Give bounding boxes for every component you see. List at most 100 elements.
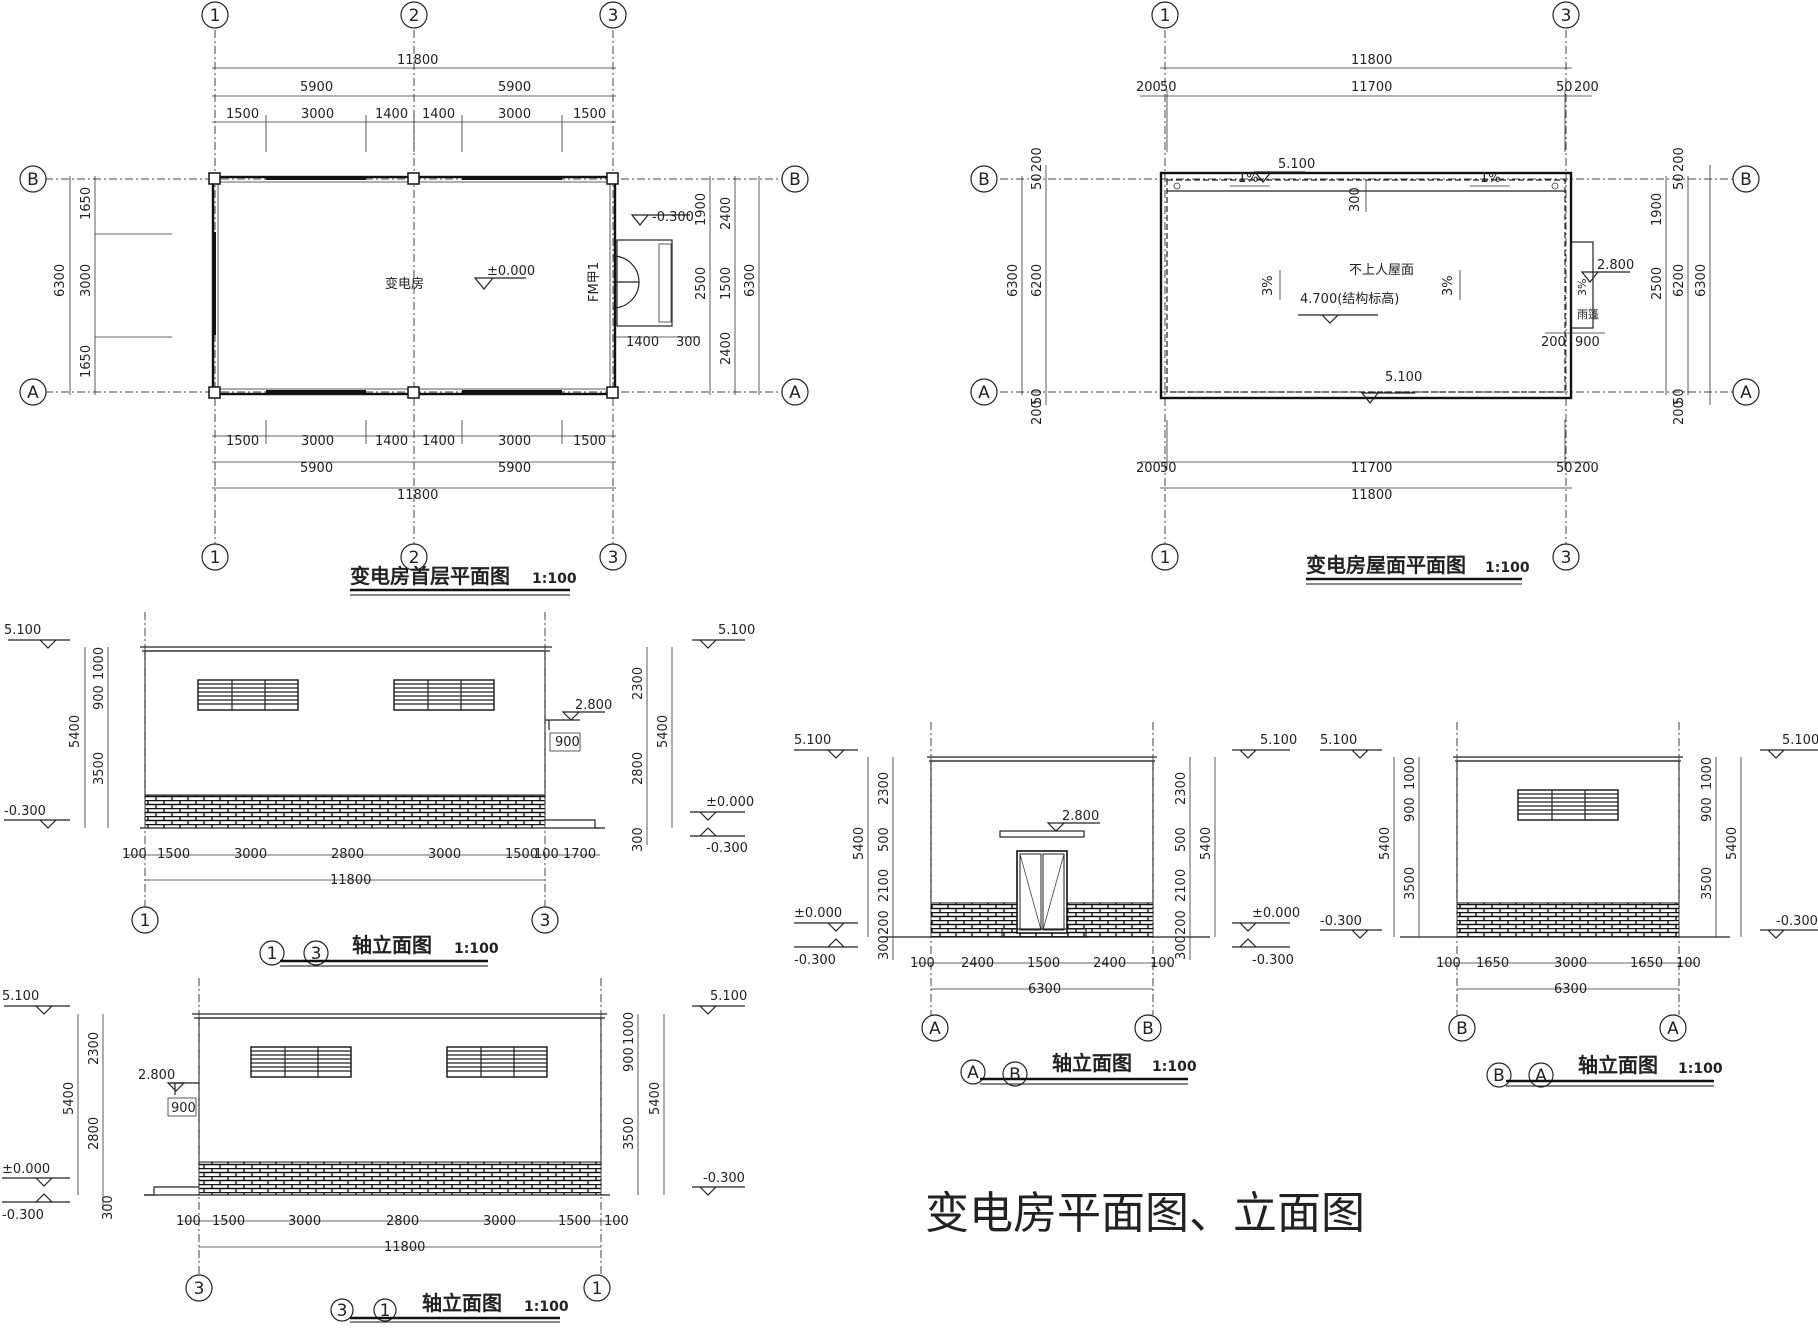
dim-text: 1000 xyxy=(622,1012,637,1045)
floor-level: ±0.000 xyxy=(487,264,535,279)
dim-text: 3000 xyxy=(288,1214,321,1229)
dim-text: 3000 xyxy=(483,1214,516,1229)
dim-text: 6300 xyxy=(1006,264,1021,297)
axis-bubble-A: A xyxy=(1667,1019,1679,1039)
dim-text: 3500 xyxy=(1700,867,1715,900)
slope-label: 3% xyxy=(1576,279,1589,296)
dim-text: 11800 xyxy=(397,53,438,68)
dim-text: 2500 xyxy=(1650,267,1665,300)
dim-text: 5900 xyxy=(498,461,531,476)
dim-text: 200 xyxy=(1030,147,1045,172)
dim-text: 50 xyxy=(1556,80,1573,95)
level-text: ±0.000 xyxy=(1252,906,1300,921)
dim-text: 1500 xyxy=(157,847,190,862)
dim-text: 100 xyxy=(122,847,147,862)
dim-text: 5400 xyxy=(656,715,671,748)
axis-bubble-B: B xyxy=(978,170,990,190)
dim-text: 100 xyxy=(1436,956,1461,971)
dim-text: 200 xyxy=(1672,400,1687,425)
dim-text: 1700 xyxy=(563,847,596,862)
title-bubble: 1 xyxy=(380,1301,391,1321)
dim-text: 2100 xyxy=(1174,869,1189,902)
dim-text: 50 xyxy=(1672,388,1687,405)
column xyxy=(407,172,420,185)
axis-bubble-1: 1 xyxy=(210,548,221,568)
dim-text: 1650 xyxy=(1630,956,1663,971)
dim-text: 1500 xyxy=(558,1214,591,1229)
axis-bubble-1: 1 xyxy=(210,6,221,26)
level-marker xyxy=(1580,271,1630,283)
elev31-title: 轴立面图 xyxy=(422,1291,502,1315)
level-text: 5.100 xyxy=(4,623,41,638)
level-text: 5.100 xyxy=(1385,370,1422,385)
level-text: ±0.000 xyxy=(794,906,842,921)
dim-text: 50 xyxy=(1030,388,1045,405)
dim-text: 50 xyxy=(1030,173,1045,190)
dim-text: 1400 xyxy=(375,434,408,449)
level-text: 2.800 xyxy=(575,698,612,713)
roof-struct-level: 4.700(结构标高) xyxy=(1300,291,1399,307)
dim-text: 2800 xyxy=(87,1117,102,1150)
dim-text: 1500 xyxy=(573,434,606,449)
dim-text: 1500 xyxy=(212,1214,245,1229)
door-step-edge xyxy=(658,243,672,323)
dim-text: 5900 xyxy=(498,80,531,95)
dim-text: 6300 xyxy=(743,264,758,297)
dim-text: 5400 xyxy=(1378,827,1393,860)
dim-text: 3500 xyxy=(92,752,107,785)
dim-text: 200 xyxy=(1030,400,1045,425)
dim-text: 5400 xyxy=(648,1082,663,1115)
elevBA-scale: 1:100 xyxy=(1678,1061,1723,1077)
dim-text: 1400 xyxy=(422,434,455,449)
dim-text: 900 xyxy=(1575,335,1600,350)
axis-bubble-A: A xyxy=(978,383,990,403)
dim-text: 200 xyxy=(1541,335,1566,350)
dim-text: 100 xyxy=(604,1214,629,1229)
elevAB-scale: 1:100 xyxy=(1152,1059,1197,1075)
louver-window xyxy=(250,1046,352,1078)
level-text: -0.300 xyxy=(794,953,836,968)
level-text: 2.800 xyxy=(1062,809,1099,824)
axis-bubble-3: 3 xyxy=(1561,6,1572,26)
axis-bubble-2: 2 xyxy=(409,6,420,26)
title-bubble: 3 xyxy=(311,944,322,964)
dim-text: 300 xyxy=(877,935,892,960)
axis-bubble-3: 3 xyxy=(1561,548,1572,568)
dim-text: 2800 xyxy=(386,1214,419,1229)
axis-bubble-1: 1 xyxy=(1160,6,1171,26)
title-bubble: B xyxy=(1009,1065,1021,1085)
level-text: ±0.000 xyxy=(706,795,754,810)
axis-bubble-3: 3 xyxy=(540,911,551,931)
level-marker xyxy=(1360,392,1415,404)
column xyxy=(606,386,619,399)
canopy-label: 雨篷 xyxy=(1577,307,1599,321)
dim-text: 11800 xyxy=(1351,488,1392,503)
entry-door xyxy=(1016,850,1068,934)
dim-text: 900 xyxy=(555,735,580,750)
axis-bubble-B: B xyxy=(1142,1019,1154,1039)
dim-text: 1400 xyxy=(422,107,455,122)
dim-text: 3000 xyxy=(79,264,94,297)
plan1-scale: 1:100 xyxy=(532,571,577,587)
door-tag: FM甲1 xyxy=(587,262,602,302)
louver-window xyxy=(1517,789,1619,821)
dim-text: 100 xyxy=(534,847,559,862)
level-text: 5.100 xyxy=(1278,157,1315,172)
dim-text: 900 xyxy=(1700,797,1715,822)
level-text: 5.100 xyxy=(718,623,755,638)
dim-text: 100 xyxy=(1676,956,1701,971)
column xyxy=(407,386,420,399)
level-text: 5.100 xyxy=(710,989,747,1004)
axis-bubble-1: 1 xyxy=(592,1279,603,1299)
slope-label: 1% xyxy=(1238,171,1259,186)
plan2-scale: 1:100 xyxy=(1485,560,1530,576)
level-text: -0.300 xyxy=(706,841,748,856)
dim-text: 200 xyxy=(1136,461,1161,476)
roof-plan: 300 1% 1% 5.100 5.100 不上人屋面 4.700(结构标高) … xyxy=(970,1,1760,585)
level-text: ±0.000 xyxy=(2,1162,50,1177)
dim-text: 900 xyxy=(92,685,107,710)
dim-text: 2300 xyxy=(1174,772,1189,805)
level-marker xyxy=(473,277,526,290)
plan2-title: 变电房屋面平面图 xyxy=(1306,553,1466,577)
parapet-inner xyxy=(1166,179,1566,393)
